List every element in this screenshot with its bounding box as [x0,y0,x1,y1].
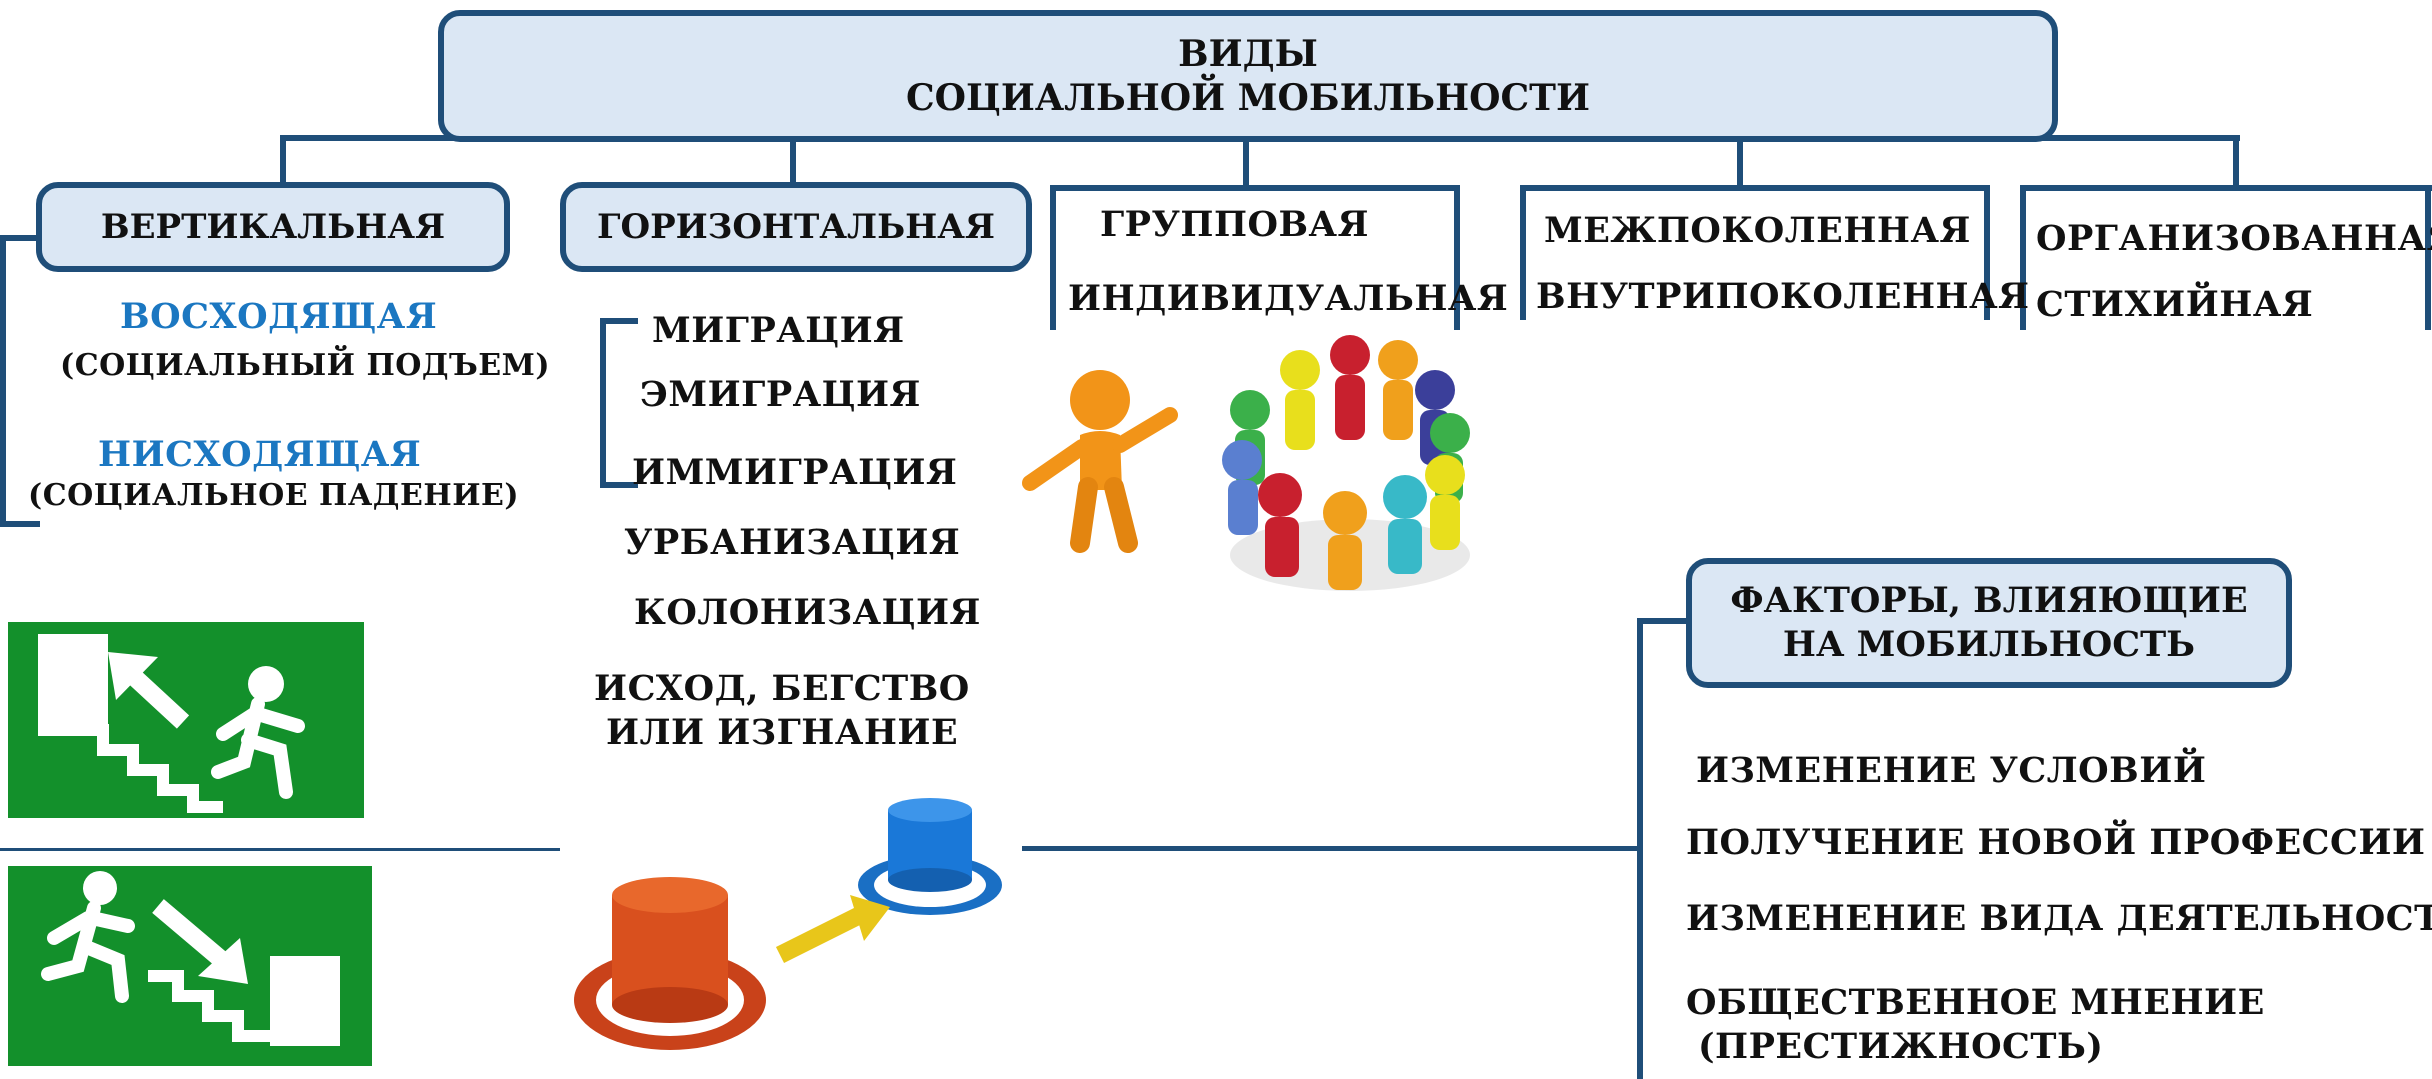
exodus-item-line-2: ИЛИ ИЗГНАНИЕ [606,712,959,753]
connector-line [1243,135,1249,190]
title-line-1: ВИДЫ [1178,33,1318,75]
factor-item-note: (ПРЕСТИЖНОСТЬ) [1698,1026,2104,1067]
urbanization-item: УРБАНИЗАЦИЯ [624,522,961,563]
group-bracket [1454,185,1460,330]
connector-line [1737,135,1743,190]
bottom-connector-line [0,848,560,851]
factor-item: ОБЩЕСТВЕННОЕ МНЕНИЕ [1686,982,2265,1023]
title-box: ВИДЫ СОЦИАЛЬНОЙ МОБИЛЬНОСТИ [438,10,2058,142]
intragenerational-label: ВНУТРИПОКОЛЕННАЯ [1536,276,2030,317]
organized-bracket [2020,185,2432,191]
factors-title-line-1: ФАКТОРЫ, ВЛИЯЮЩИЕ [1730,580,2248,621]
factors-title-line-2: НА МОБИЛЬНОСТЬ [1782,624,2196,665]
generation-bracket [1984,185,1990,320]
connector-line [2233,135,2239,185]
people-circle-icon [1220,335,1480,597]
generation-bracket [1520,185,1990,191]
emigration-item: ЭМИГРАЦИЯ [640,374,921,415]
descending-note: (СОЦИАЛЬНОЕ ПАДЕНИЕ) [28,478,520,513]
title-line-2: СОЦИАЛЬНОЙ МОБИЛЬНОСТИ [906,77,1590,119]
generation-bracket [1520,185,1526,320]
horizontal-bracket [600,318,606,488]
connector-line [790,135,796,185]
stairs-up-exit-sign-icon [8,622,364,818]
individual-label: ИНДИВИДУАЛЬНАЯ [1068,278,1509,319]
ascending-note: (СОЦИАЛЬНЫЙ ПОДЪЕМ) [60,348,551,383]
spontaneous-label: СТИХИЙНАЯ [2036,284,2314,325]
bottom-connector-line [1022,846,1642,851]
horizontal-label: ГОРИЗОНТАЛЬНАЯ [597,207,995,247]
group-bracket [1050,185,1056,330]
stairs-down-exit-sign-icon [8,866,372,1066]
horizontal-bracket [600,318,638,324]
ascending-label: ВОСХОДЯЩАЯ [120,296,438,337]
vertical-bracket [0,521,40,527]
factor-item: ПОЛУЧЕНИЕ НОВОЙ ПРОФЕССИИ [1686,822,2426,863]
exodus-item-line-1: ИСХОД, БЕГСТВО [594,668,970,709]
organized-bracket [2020,185,2026,330]
organized-bracket [2425,185,2431,330]
immigration-item: ИММИГРАЦИЯ [632,452,958,493]
organized-label: ОРГАНИЗОВАННАЯ [2036,218,2432,259]
factors-bracket [1637,618,1643,1079]
person-presenting-icon [1010,365,1200,555]
factor-item: ИЗМЕНЕНИЕ ВИДА ДЕЯТЕЛЬНОСТИ [1686,898,2432,939]
migration-item: МИГРАЦИЯ [652,310,905,351]
factors-box: ФАКТОРЫ, ВЛИЯЮЩИЕ НА МОБИЛЬНОСТЬ [1686,558,2292,688]
horizontal-box: ГОРИЗОНТАЛЬНАЯ [560,182,1032,272]
colonization-item: КОЛОНИЗАЦИЯ [634,592,981,633]
descending-label: НИСХОДЯЩАЯ [98,434,422,475]
group-bracket [1050,185,1460,191]
factor-item: ИЗМЕНЕНИЕ УСЛОВИЙ [1696,750,2207,791]
vertical-bracket [0,235,6,527]
factors-bracket [1637,618,1687,624]
vertical-box: ВЕРТИКАЛЬНАЯ [36,182,510,272]
coin-stack-move-icon [570,795,1030,1079]
group-label: ГРУППОВАЯ [1100,204,1369,245]
vertical-label: ВЕРТИКАЛЬНАЯ [100,207,446,247]
vertical-bracket [0,235,40,241]
intergenerational-label: МЕЖПОКОЛЕННАЯ [1544,210,1971,251]
connector-line [280,135,286,185]
horizontal-bracket [600,482,638,488]
